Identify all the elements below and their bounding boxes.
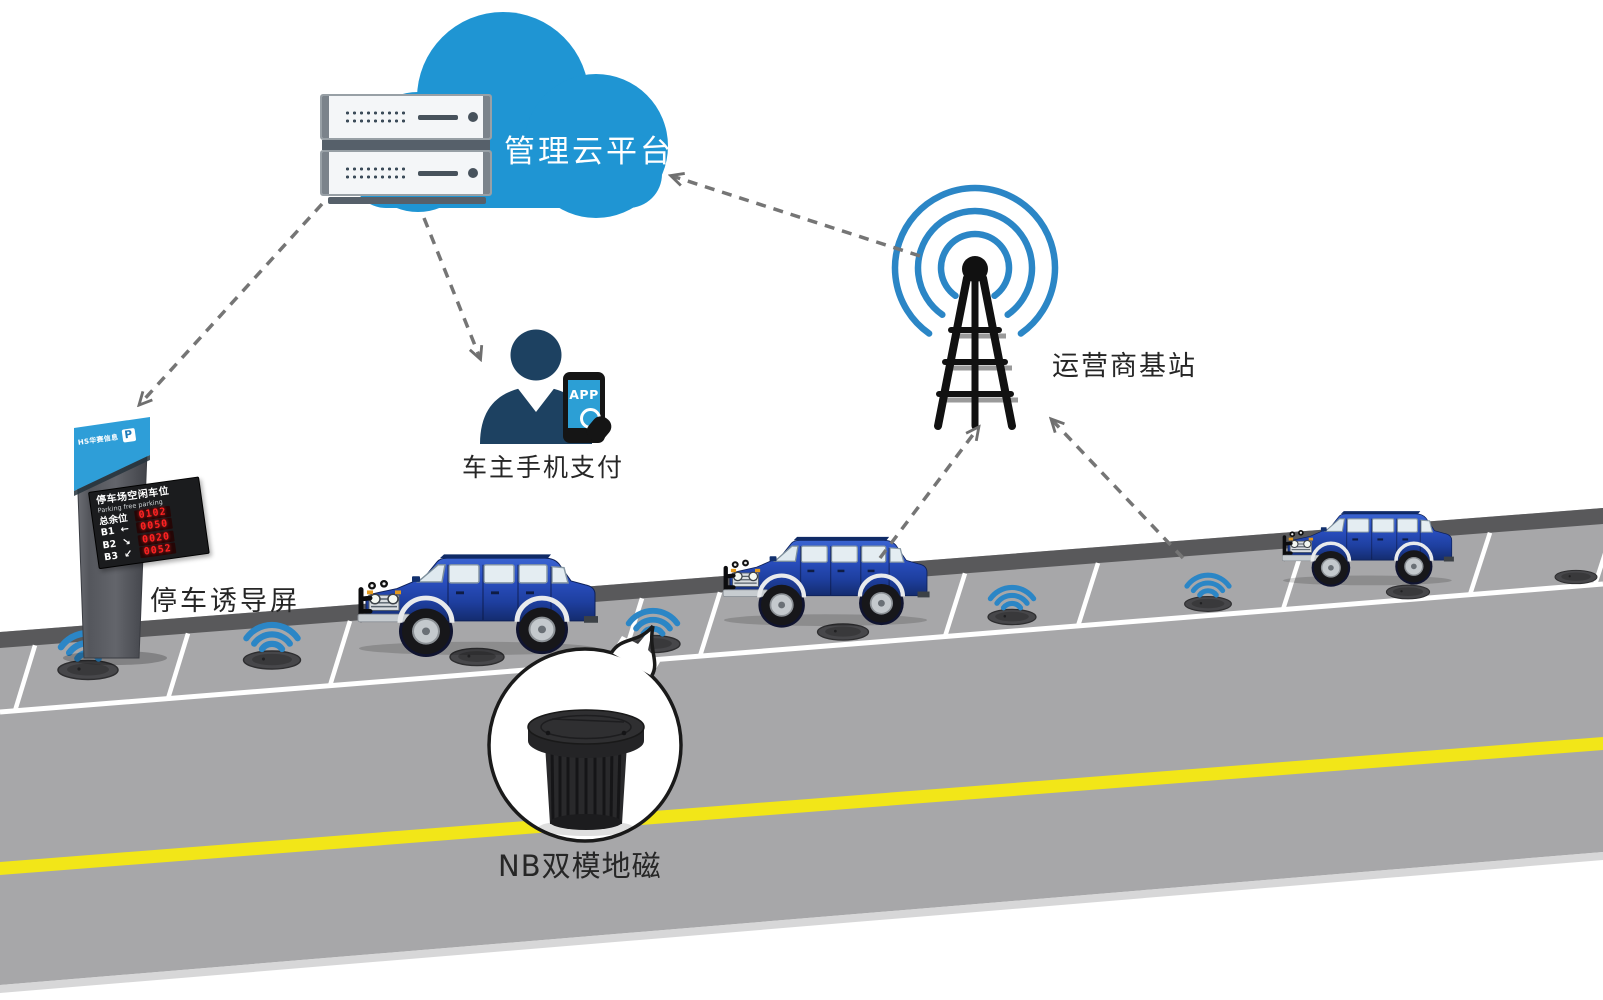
- server-rack-bar: [322, 140, 490, 150]
- base-station-label: 运营商基站: [1052, 351, 1197, 382]
- server-slot: [418, 115, 458, 120]
- server-vents: [344, 165, 406, 182]
- geomagnetic-sensor-device: [527, 709, 645, 836]
- zone-direction-icon: ←: [119, 523, 130, 537]
- connection-arrows: [140, 176, 1185, 560]
- cell-tower: [891, 184, 1059, 430]
- server-slot: [418, 171, 458, 176]
- sensor-label: NB双模地磁: [498, 849, 662, 883]
- server-vents: [344, 109, 406, 126]
- smartphone-icon: APP: [563, 372, 616, 446]
- cloud-servers: [320, 94, 492, 206]
- tower-structure: [934, 274, 1016, 430]
- server-unit: [320, 150, 492, 196]
- ground-sensor: [1554, 569, 1598, 585]
- arrow-sensor-to-tower-left: [878, 428, 978, 560]
- callout-bubble: [487, 624, 683, 843]
- arrow-sensor-to-tower-right: [1052, 420, 1185, 560]
- ground-sensor: [1385, 584, 1431, 600]
- server-base: [328, 197, 486, 204]
- zone-direction-icon: ↙: [123, 548, 134, 561]
- arrow-tower-to-cloud: [672, 176, 921, 258]
- yellow-lane-line: [0, 737, 1603, 875]
- guidance-screen: 停车场空闲车位 Parking free parking 总余位 0102 B1…: [88, 476, 210, 570]
- server-power-button: [468, 168, 478, 178]
- phone-app-label: APP: [569, 387, 599, 402]
- server-power-button: [468, 112, 478, 122]
- zone-direction-icon: ↘: [121, 536, 132, 549]
- owner-payment-label: 车主手机支付: [462, 453, 625, 482]
- arrow-cloud-to-sign: [140, 202, 324, 404]
- zone-name: B3: [103, 550, 119, 564]
- arrow-cloud-to-phone: [422, 217, 480, 358]
- road-edge: [0, 852, 1603, 993]
- ground-sensor: [816, 623, 870, 641]
- guidance-screen-label: 停车诱导屏: [150, 586, 300, 617]
- parking-bay-line: [0, 581, 1603, 715]
- parking-badge: P: [121, 427, 136, 443]
- cloud-platform-label: 管理云平台: [504, 134, 674, 170]
- server-unit: [320, 94, 492, 140]
- signal-rings: [891, 184, 1059, 337]
- tower-antenna-ball: [962, 256, 988, 282]
